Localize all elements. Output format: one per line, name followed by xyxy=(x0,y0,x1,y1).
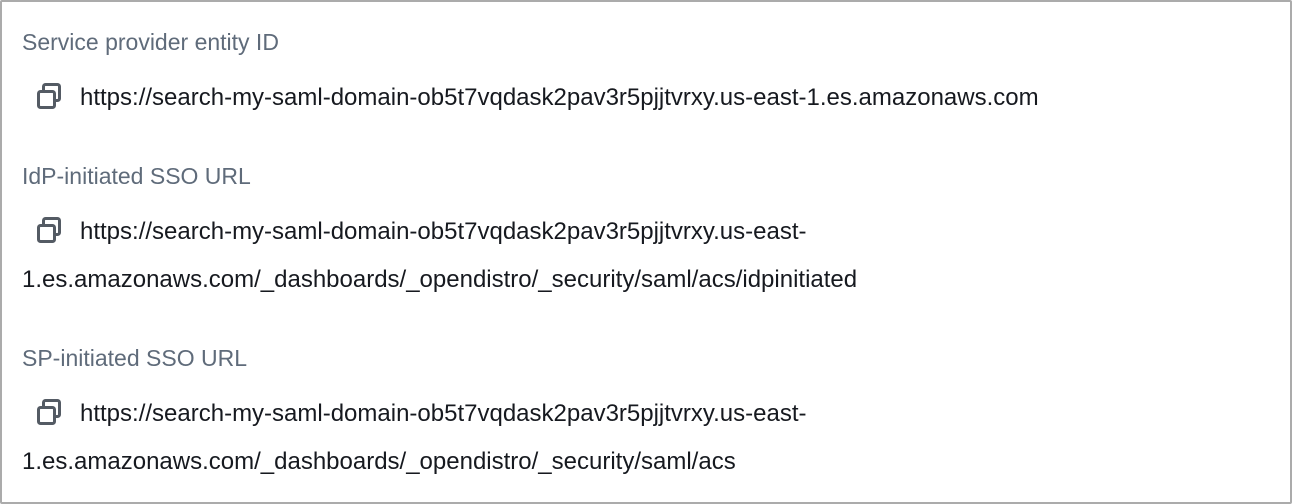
service-provider-entity-id-value-row: https://search-my-saml-domain-ob5t7vqdas… xyxy=(22,74,1270,122)
idp-initiated-sso-url-label: IdP-initiated SSO URL xyxy=(22,163,251,189)
field-service-provider-entity-id: Service provider entity ID https://searc… xyxy=(22,28,1270,122)
copy-icon[interactable] xyxy=(34,217,64,245)
copy-icon[interactable] xyxy=(34,399,64,427)
idp-initiated-sso-url-value: https://search-my-saml-domain-ob5t7vqdas… xyxy=(22,218,858,293)
field-sp-initiated-sso-url: SP-initiated SSO URL https://search-my-s… xyxy=(22,344,1270,486)
service-provider-entity-id-label: Service provider entity ID xyxy=(22,29,279,55)
field-idp-initiated-sso-url: IdP-initiated SSO URL https://search-my-… xyxy=(22,162,1270,304)
sp-initiated-sso-url-label: SP-initiated SSO URL xyxy=(22,345,247,371)
service-provider-entity-id-value: https://search-my-saml-domain-ob5t7vqdas… xyxy=(80,84,1039,111)
copy-icon[interactable] xyxy=(34,83,64,111)
sp-initiated-sso-url-value: https://search-my-saml-domain-ob5t7vqdas… xyxy=(22,400,807,475)
idp-initiated-sso-url-value-row: https://search-my-saml-domain-ob5t7vqdas… xyxy=(22,208,1270,304)
sp-initiated-sso-url-value-row: https://search-my-saml-domain-ob5t7vqdas… xyxy=(22,390,1270,486)
